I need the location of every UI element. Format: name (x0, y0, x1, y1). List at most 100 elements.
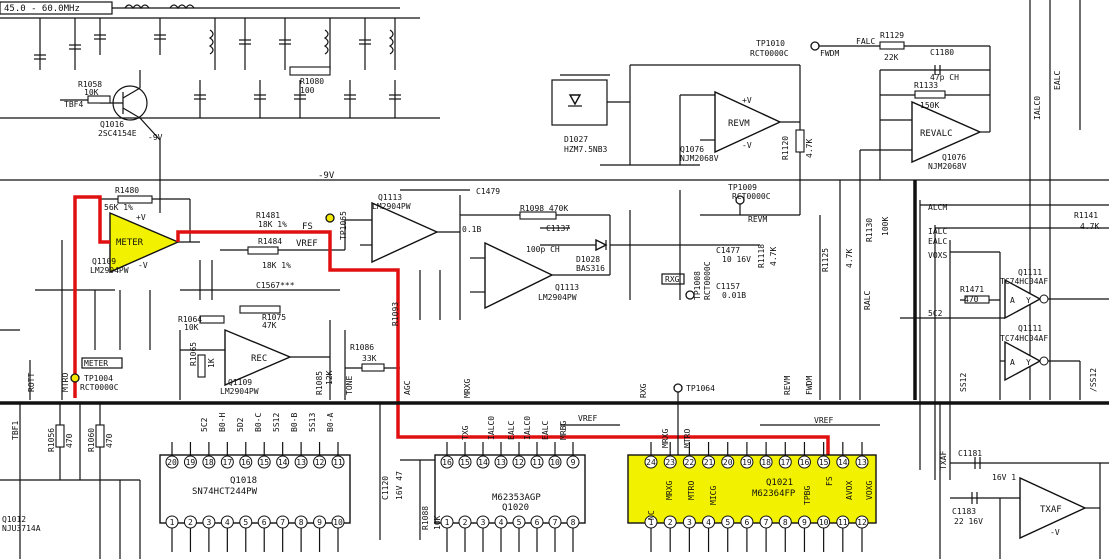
tp1065-point (325, 213, 335, 223)
q1021-pin-number: 9 (802, 518, 807, 527)
txaf-minus-v: -V (1050, 528, 1060, 537)
c1120-label: C1120 (381, 476, 390, 500)
q1018-pin-number: 1 (170, 518, 175, 527)
c1157-value: 0.01B (722, 291, 746, 300)
ralc-label: RALC (863, 291, 872, 310)
tp1008-tag: RXG (665, 275, 680, 284)
d1027-label: D1027 (564, 135, 588, 144)
q1020-pin-number: 11 (532, 458, 542, 467)
q1018-pin-number: 19 (186, 458, 196, 467)
q1020-pin-number: 4 (499, 518, 504, 527)
r1129-value: 22K (884, 53, 899, 62)
c1181-value: 16V 1 (992, 473, 1016, 482)
q1018-pin-number: 9 (317, 518, 322, 527)
buffer-1-ref: Q1111 (1018, 268, 1042, 277)
q1020-pin-number: 15 (460, 458, 470, 467)
r1125-value: 4.7K (845, 249, 854, 268)
r1064-value: 10K (184, 323, 199, 332)
q1018-pin-number: 5 (243, 518, 248, 527)
q1020-pin-number: 14 (478, 458, 488, 467)
d1028-value: BAS316 (576, 264, 605, 273)
q1020-pin-number: 3 (481, 518, 486, 527)
q1020-pin-number: 13 (496, 458, 506, 467)
q1021-pin-number: 3 (687, 518, 692, 527)
tp1008-tag-box (661, 273, 685, 285)
r1065-value: 1K (207, 358, 216, 368)
txaf-wiring (939, 403, 1109, 559)
c1147-value: 16V 47 (395, 471, 404, 500)
r1085-label: R1085 (315, 371, 324, 395)
rec-opamp-label: REC (251, 354, 267, 364)
q1018-pin-number: 11 (333, 458, 343, 467)
q1018-pin-number: 3 (206, 518, 211, 527)
voxs-label: VOXS (928, 251, 947, 260)
ealc-label: EALC (928, 237, 947, 246)
tp1008-point (685, 290, 695, 300)
freq-box-label: 45.0 - 60.0MHz (4, 4, 80, 14)
q1020-pin-number: 16 (442, 458, 452, 467)
r1056-label: R1056 (47, 428, 56, 452)
q1020-pin-number: 2 (463, 518, 468, 527)
q1021-pin-number: 15 (819, 458, 829, 467)
chip-q1020-part: M62353AGP (492, 493, 541, 503)
c1478-label: C1479 (476, 187, 500, 196)
buffer-2-a: A (1010, 358, 1015, 367)
r1471-label: R1471 (960, 285, 984, 294)
q1020-pin-number: 8 (571, 518, 576, 527)
tbf4-label: TBF4 (64, 100, 83, 109)
r1075-value: 47K (262, 321, 277, 330)
agc-label-left: R1093 (391, 302, 400, 326)
r1118-label: R1118 (757, 244, 766, 268)
ss12b-label: /SS12 (1089, 368, 1098, 392)
r1130-value: 100K (881, 217, 890, 236)
d1028-label: D1028 (576, 255, 600, 264)
q1018-top-4: 5S12 (272, 413, 281, 432)
r1118-value: 4.7K (769, 247, 778, 266)
q1016-part: 2SC4154E (98, 129, 137, 138)
q1018-pin-number: 16 (241, 458, 251, 467)
q1021-pin-number: 17 (780, 458, 790, 467)
txaf-net-label: TXAF (939, 451, 948, 470)
r1129-label: R1129 (880, 31, 904, 40)
q1021-in-2: MICG (709, 486, 718, 505)
revm-ref: Q1076 (680, 145, 704, 154)
q1021-pin-number: 24 (646, 458, 656, 467)
tone-label: TONE (345, 376, 354, 395)
q1021-pin-number: 14 (838, 458, 848, 467)
rec-part: LM2904PW (220, 387, 259, 396)
q1020-top-1: IALC0 (487, 416, 496, 440)
r1125-label: R1125 (821, 248, 830, 272)
r1058-label: R1058 (78, 80, 102, 89)
r1056-value: 470 (65, 433, 74, 448)
q1018-top-2: 5D2 (236, 417, 245, 432)
buffer-1 (1004, 278, 1042, 320)
c1180-value: 47p CH (930, 73, 959, 82)
c1479-value: 0.1B (462, 225, 481, 234)
q1018-pin-number: 2 (188, 518, 193, 527)
q1113a-opamp (371, 201, 439, 264)
chip-q1018-top-labels: 5C2 B0-H 5D2 B0-C 5S12 B0-B 5S13 B0-A (200, 413, 335, 432)
ialc0-right: IALC0 (1033, 96, 1042, 120)
ialc-label: IALC (928, 227, 947, 236)
txaf-opamp-label: TXAF (1040, 505, 1062, 515)
q1021-pin-number: 10 (819, 518, 829, 527)
r1480-value: 56K 1% (104, 203, 133, 212)
buffer-1-part: TC74HC04AF (1000, 277, 1048, 286)
tp1008-label: TP1008 (693, 271, 702, 300)
c1567-label: C1567*** (256, 281, 295, 290)
revm-part: NJM2068V (680, 154, 719, 163)
c1137-label: C1137 (546, 224, 570, 233)
revalc-part: NJM2068V (928, 162, 967, 171)
q1020-pin-number: 5 (517, 518, 522, 527)
q1018-pin-number: 8 (299, 518, 304, 527)
chip-q1020-ref: Q1020 (502, 503, 529, 513)
r1064-label: R1064 (178, 315, 202, 324)
c1183-label: C1183 (952, 507, 976, 516)
q1018-pin-number: 13 (296, 458, 306, 467)
q1021-pin-number: 2 (668, 518, 673, 527)
q1021-pin-number: 22 (685, 458, 695, 467)
r1481-label: R1481 (256, 211, 280, 220)
